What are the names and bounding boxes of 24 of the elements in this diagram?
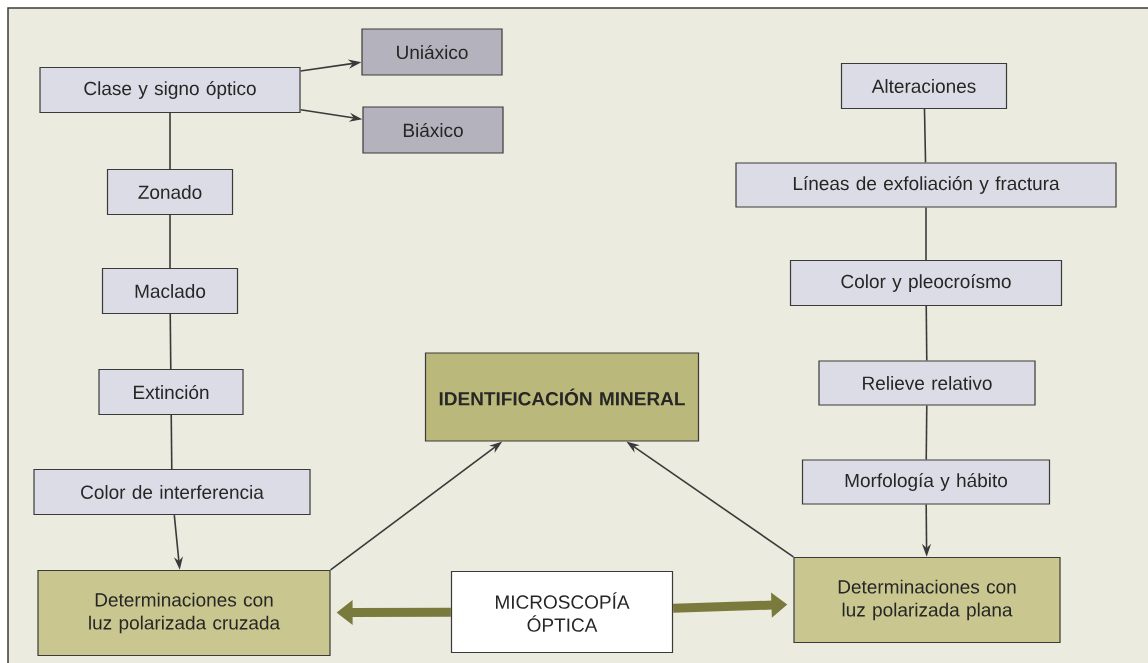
- connector-line: [923, 108, 927, 164]
- property-box: Morfología y hábito: [801, 459, 1051, 505]
- connector-line: [925, 206, 927, 261]
- property-box: Color y pleocroísmo: [789, 259, 1063, 307]
- property-box: Extinción: [98, 368, 244, 416]
- technique-box: MICROSCOPÍA ÓPTICA: [450, 570, 674, 654]
- property-box: Maclado: [101, 267, 239, 315]
- method-box: Determinaciones con luz polarizada cruzada: [37, 569, 331, 657]
- option-box: Uniáxico: [361, 28, 503, 76]
- connector-line: [169, 313, 172, 370]
- property-box: Zonado: [106, 168, 234, 216]
- goal-box: IDENTIFICACIÓN MINERAL: [424, 352, 700, 442]
- property-box: Relieve relativo: [818, 360, 1036, 406]
- property-box: Alteraciones: [840, 62, 1008, 110]
- connector-line: [170, 414, 173, 470]
- connector-line: [169, 214, 171, 269]
- connector-line: [925, 305, 928, 362]
- connector-line: [169, 112, 171, 170]
- method-box: Determinaciones con luz polarizada plana: [793, 556, 1061, 644]
- property-box: Líneas de exfoliación y fractura: [735, 162, 1117, 208]
- option-box: Biáxico: [362, 106, 504, 154]
- property-box: Clase y signo óptico: [39, 66, 301, 114]
- property-box: Color de interferencia: [33, 468, 311, 516]
- connector-line: [925, 404, 928, 461]
